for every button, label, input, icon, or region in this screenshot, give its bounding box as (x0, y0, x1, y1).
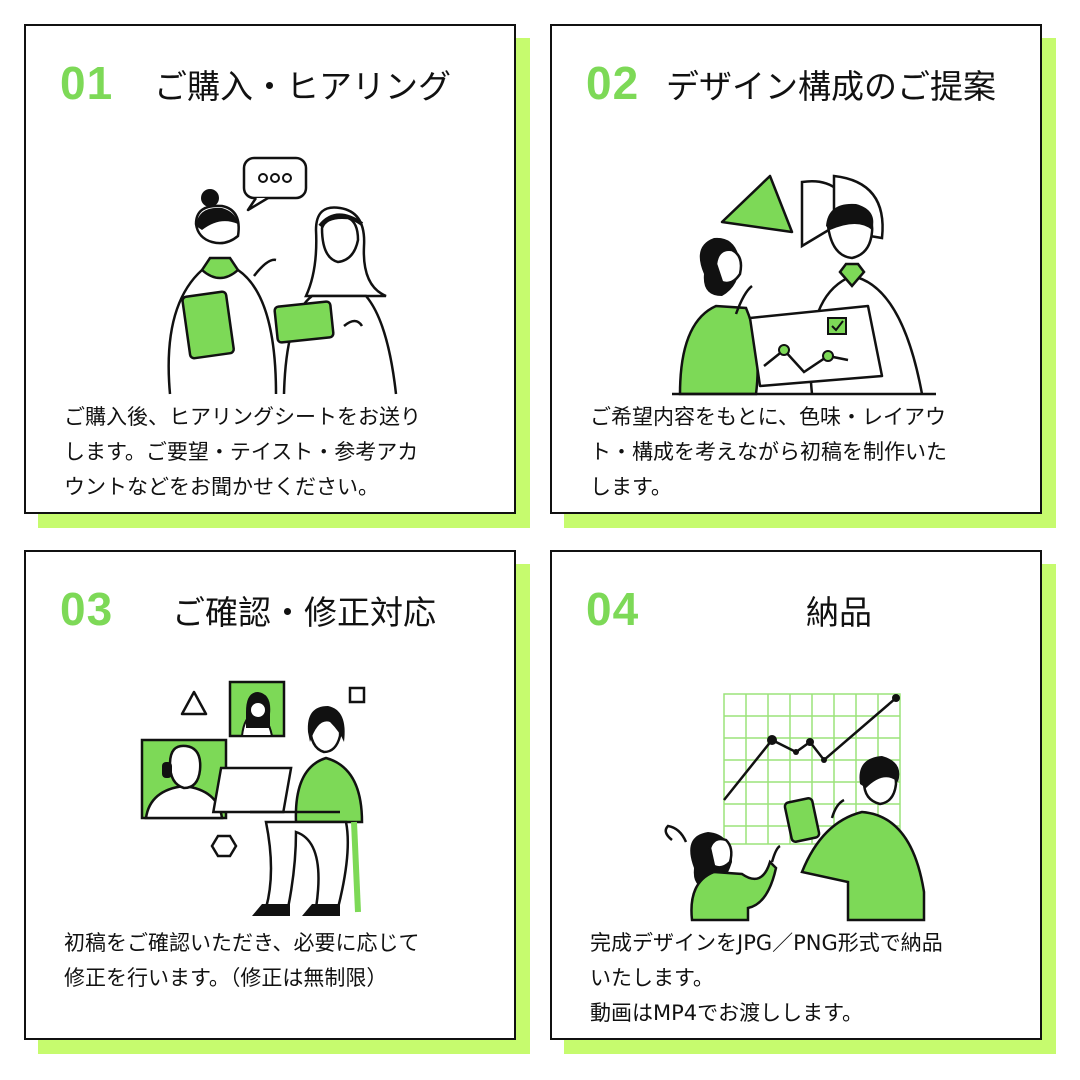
step-title: 納品 (806, 593, 872, 632)
description-line: 完成デザインをJPG／PNG形式で納品 (590, 931, 943, 955)
step-description: 完成デザインをJPG／PNG形式で納品 いたします。 動画はMP4でお渡しします… (590, 926, 1010, 1031)
step-card-04: 04 納品 (550, 550, 1056, 1054)
step-number: 04 (586, 583, 640, 635)
people-growth-graph-illustration (664, 693, 926, 922)
step-number: 03 (60, 583, 114, 635)
description-line: ご希望内容をもとに、色味・レイアウ (590, 405, 946, 429)
card-box: 04 納品 (550, 550, 1042, 1040)
woman-laptop-video-call-illustration (140, 680, 366, 916)
woman-man-chart-presentation-illustration (672, 174, 936, 396)
description-line: いたします。 (590, 966, 714, 990)
card-box: 01 ご購入・ヒアリング ご購入後、ヒアリングシートをお (24, 24, 516, 514)
description-line: 修正を行います。（修正は無制限） (64, 966, 388, 990)
step-description: ご購入後、ヒアリングシートをお送り します。ご要望・テイスト・参考アカ ウントな… (64, 400, 484, 505)
step-description: 初稿をご確認いただき、必要に応じて 修正を行います。（修正は無制限） (64, 926, 484, 996)
card-box: 03 ご確認・修正対応 初稿 (24, 550, 516, 1040)
step-card-03: 03 ご確認・修正対応 初稿 (24, 550, 530, 1054)
description-line: します。 (590, 475, 672, 499)
step-number: 01 (60, 57, 114, 109)
step-number: 02 (586, 57, 640, 109)
description-line: 初稿をご確認いただき、必要に応じて (64, 931, 420, 955)
description-line: ご購入後、ヒアリングシートをお送り (64, 405, 421, 429)
two-women-tablets-chat-bubble-illustration (167, 156, 398, 395)
description-line: ト・構成を考えながら初稿を制作いた (590, 440, 947, 464)
step-title: ご確認・修正対応 (172, 593, 436, 632)
card-box: 02 デザイン構成のご提案 ご希望内容をも (550, 24, 1042, 514)
step-card-01: 01 ご購入・ヒアリング ご購入後、ヒアリングシートをお (24, 24, 530, 528)
step-title: デザイン構成のご提案 (666, 67, 996, 106)
step-description: ご希望内容をもとに、色味・レイアウ ト・構成を考えながら初稿を制作いた します。 (590, 400, 1010, 505)
description-line: します。ご要望・テイスト・参考アカ (64, 440, 419, 464)
step-card-02: 02 デザイン構成のご提案 ご希望内容をも (550, 24, 1056, 528)
description-line: ウントなどをお聞かせください。 (64, 475, 379, 499)
description-line: 動画はMP4でお渡しします。 (590, 1001, 864, 1025)
step-title: ご購入・ヒアリング (154, 67, 451, 106)
